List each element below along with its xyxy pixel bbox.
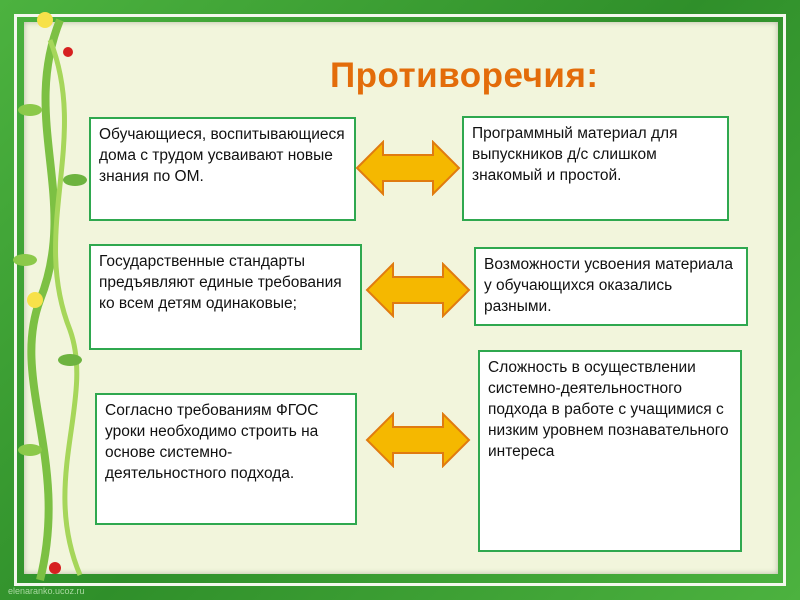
double-arrow-icon	[365, 262, 471, 318]
slide-title: Противоречия:	[330, 56, 599, 95]
frame-line	[14, 14, 786, 586]
contradiction-right-1: Программный материал для выпускников д/с…	[462, 116, 729, 221]
watermark: elenaranko.ucoz.ru	[8, 586, 85, 596]
contradiction-right-3: Сложность в осуществлении системно-деяте…	[478, 350, 742, 552]
contradiction-right-2: Возможности усвоения материала у обучающ…	[474, 247, 748, 326]
contradiction-left-1: Обучающиеся, воспитывающиеся дома с труд…	[89, 117, 356, 221]
double-arrow-icon	[355, 140, 461, 196]
contradiction-left-2: Государственные стандарты предъявляют ед…	[89, 244, 362, 350]
double-arrow-icon	[365, 412, 471, 468]
contradiction-left-3: Согласно требованиям ФГОС уроки необходи…	[95, 393, 357, 525]
vine-decoration-icon	[13, 12, 87, 581]
